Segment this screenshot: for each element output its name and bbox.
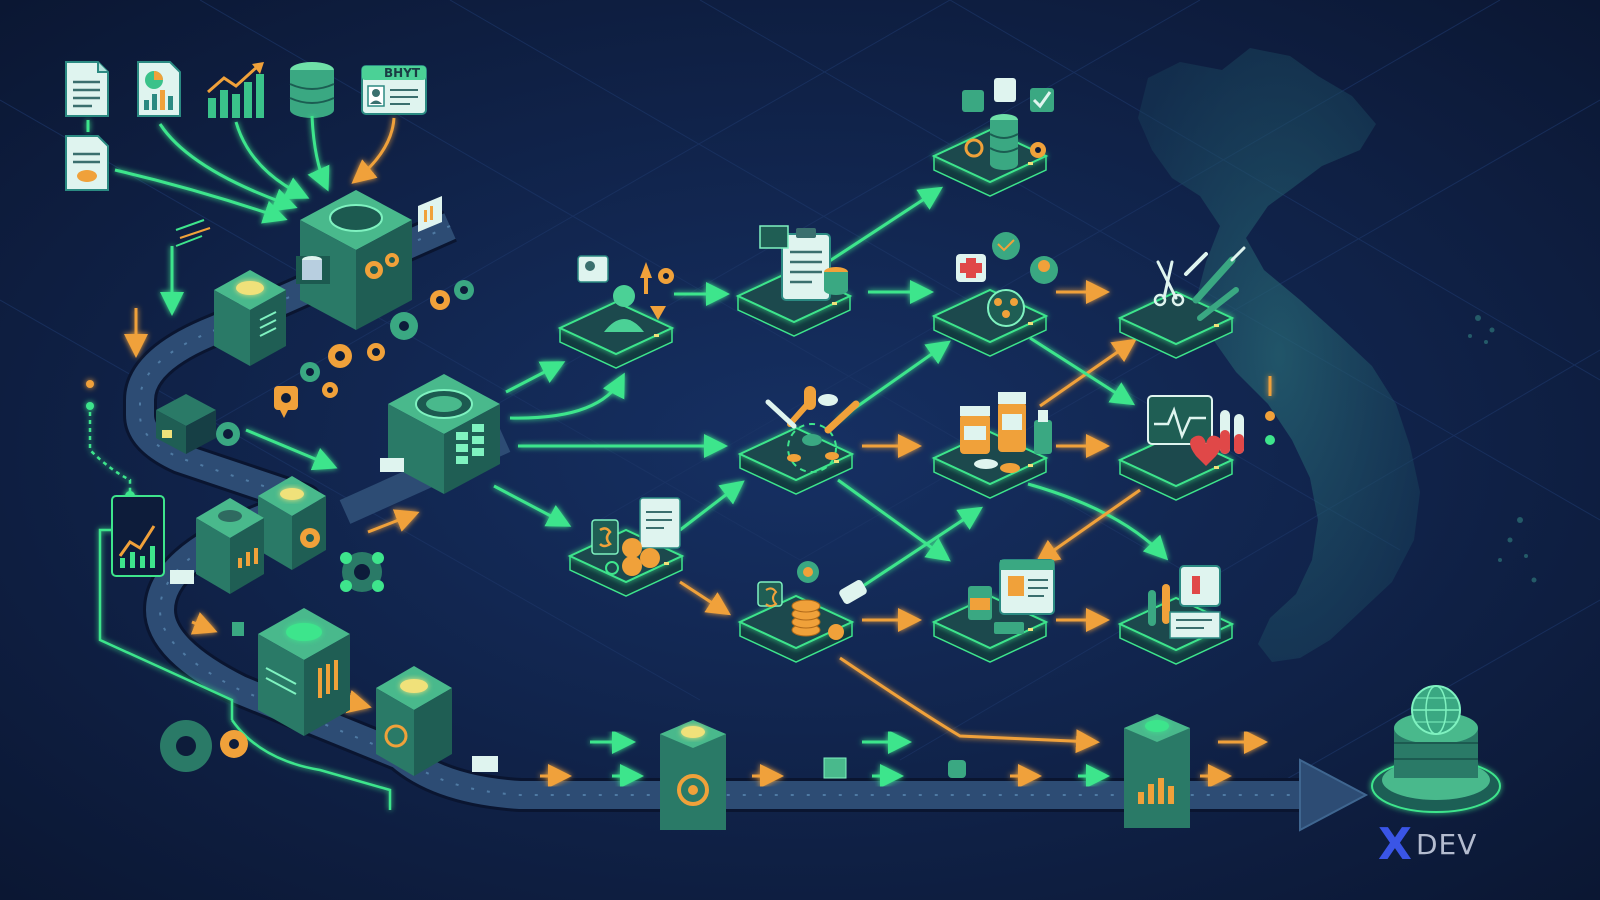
processing-machine xyxy=(214,270,286,366)
striped-machine xyxy=(258,608,350,736)
gear-station xyxy=(660,720,726,830)
node-icons xyxy=(577,78,1501,813)
globe-server-icon xyxy=(1371,685,1501,813)
gear-machine xyxy=(258,476,326,570)
lab-records-icon xyxy=(1148,565,1221,639)
database-icon xyxy=(289,62,335,118)
network-flow-arrows xyxy=(493,186,1272,754)
gear-cluster-icon xyxy=(340,552,384,592)
right-indicator xyxy=(1265,411,1275,445)
belt-arrow-head xyxy=(1299,758,1369,832)
coins-icon xyxy=(591,497,681,576)
node-pharma-platform xyxy=(737,426,855,495)
input-icons: BHYT xyxy=(65,61,427,191)
recycle-icon xyxy=(216,422,240,446)
syringe-icon xyxy=(765,399,797,429)
floating-gears xyxy=(300,280,474,398)
belt-flow-arrows xyxy=(540,730,1268,788)
person-icon xyxy=(577,255,674,332)
insurance-card-icon: BHYT xyxy=(361,65,427,115)
pharmacy-web-icon xyxy=(968,559,1055,634)
insurance-card-label: BHYT xyxy=(384,66,421,80)
node-pharmacy-platform xyxy=(931,594,1049,663)
vietnam-map xyxy=(1138,48,1420,662)
medicine-bottle-icon xyxy=(960,392,1052,473)
medical-document-icon xyxy=(65,135,109,191)
intake-machine xyxy=(296,190,412,330)
input-flow-arrows xyxy=(86,115,420,714)
database-admin-icon xyxy=(962,78,1054,170)
node-surgery-platform xyxy=(1117,290,1235,359)
gear-icon xyxy=(677,774,709,806)
brand-logo: X DEV xyxy=(1378,820,1477,870)
code-panel-icon xyxy=(175,219,211,247)
clipboard-icon xyxy=(759,225,848,301)
report-document-icon xyxy=(418,196,442,232)
gear-icon xyxy=(365,253,399,279)
scalpel-icon xyxy=(1153,246,1246,321)
analytics-station xyxy=(1124,714,1190,828)
scanner-machine xyxy=(376,666,452,776)
alert-bubble-icon xyxy=(274,386,298,418)
pie-chart-document-icon xyxy=(137,61,181,117)
first-aid-icon xyxy=(956,232,1058,327)
document-icon xyxy=(65,61,109,117)
sorting-station xyxy=(156,394,216,454)
chart-machine xyxy=(196,498,264,594)
factory-machines xyxy=(111,190,1190,830)
belt-packages xyxy=(170,458,966,779)
brand-mark: X xyxy=(1378,819,1412,870)
pills-icon xyxy=(765,386,860,473)
heart-monitor-icon xyxy=(1147,395,1244,466)
monitor-chart-icon xyxy=(111,495,165,577)
payment-coins-icon xyxy=(757,561,867,640)
trend-chart-icon xyxy=(207,62,264,118)
brand-name: DEV xyxy=(1415,828,1478,861)
bottom-gears xyxy=(160,720,248,772)
map-islands xyxy=(1468,315,1537,583)
